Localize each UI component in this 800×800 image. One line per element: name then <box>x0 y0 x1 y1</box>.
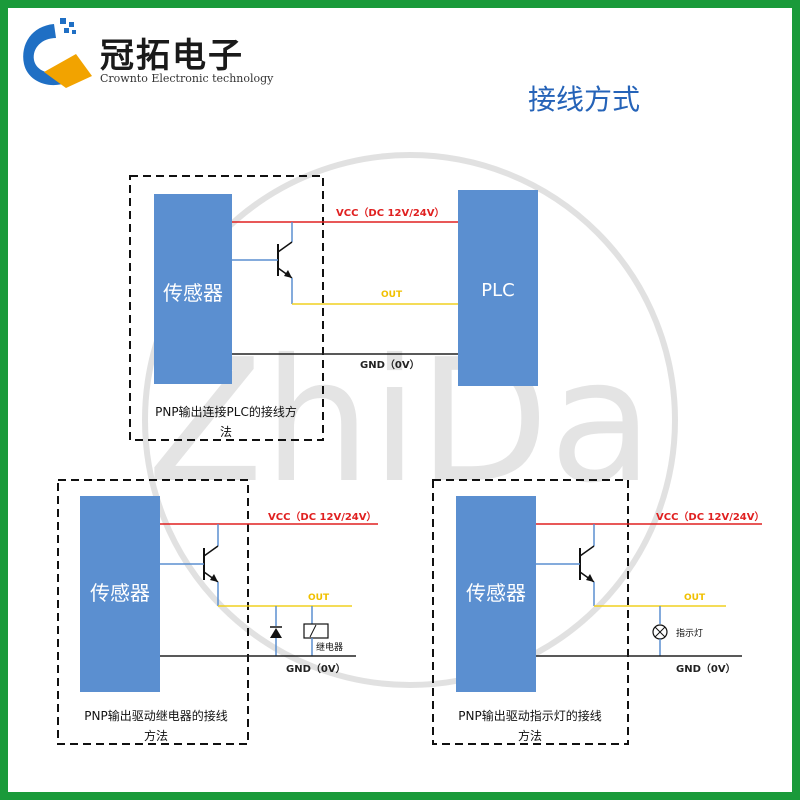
relay-vcc-label: VCC（DC 12V/24V） <box>268 510 377 523</box>
relay-sensor-label: 传感器 <box>90 581 150 605</box>
lamp-transistor-c <box>579 545 595 557</box>
plc-transistor-c <box>277 241 293 253</box>
plc-dashed-frame <box>129 175 324 441</box>
relay-transistor-c <box>203 545 219 557</box>
watermark-circle <box>142 152 678 688</box>
lamp-out-label: OUT <box>684 593 706 603</box>
relay-out-label: OUT <box>308 593 330 603</box>
plc-vcc-label: VCC（DC 12V/24V） <box>336 206 445 219</box>
lamp-caption-line1: PNP输出驱动指示灯的接线 <box>458 708 601 723</box>
plc-caption-line2: 法 <box>220 425 232 439</box>
plc-caption-line1: PNP输出连接PLC的接线方 <box>155 404 297 419</box>
logo-dot <box>60 18 66 24</box>
relay-coil-slash <box>309 624 317 638</box>
lamp-lamp-label: 指示灯 <box>676 627 703 639</box>
lamp-emitter-arrow <box>586 574 594 582</box>
plc-out-label: OUT <box>381 290 403 300</box>
lamp-dashed-frame <box>432 479 629 745</box>
lamp-sensor-label: 传感器 <box>466 581 526 605</box>
relay-caption-line1: PNP输出驱动继电器的接线 <box>84 708 227 723</box>
plc-plc-label: PLC <box>481 280 514 301</box>
logo-arrow-shape <box>44 54 92 88</box>
lamp-caption-line2: 方法 <box>518 728 542 743</box>
lamp-sensor-block <box>456 496 536 692</box>
plc-emitter-arrow <box>284 270 292 278</box>
relay-gnd-label: GND（0V） <box>286 662 346 675</box>
plc-sensor-block <box>154 194 232 384</box>
lamp-x-b <box>654 626 666 638</box>
logo-g-shape <box>23 24 69 86</box>
logo-dot <box>69 22 74 27</box>
diagram-relay: 传感器 VCC（DC 12V/24V） OUT 继电器 GND <box>57 479 378 745</box>
plc-plc-block <box>458 190 538 386</box>
diagram-lamp: 传感器 VCC（DC 12V/24V） OUT 指示灯 GND（0V） PNP输… <box>432 479 765 745</box>
relay-sensor-block <box>80 496 160 692</box>
relay-emitter-arrow <box>210 574 218 582</box>
relay-dashed-frame <box>57 479 249 745</box>
relay-diode-symbol <box>270 628 282 638</box>
relay-relay-label: 继电器 <box>316 641 343 653</box>
page-title: 接线方式 <box>528 83 641 116</box>
plc-gnd-label: GND（0V） <box>360 358 420 371</box>
brand-name: 冠拓电子 <box>100 36 244 76</box>
relay-coil-symbol <box>303 623 329 639</box>
plc-sensor-label: 传感器 <box>163 281 223 305</box>
diagram-plc: 传感器 PLC VCC（DC 12V/24V） OUT GND（0V） PNP输… <box>129 175 538 441</box>
lamp-vcc-label: VCC（DC 12V/24V） <box>656 510 765 523</box>
brand-logo <box>23 18 92 88</box>
relay-caption-line2: 方法 <box>144 728 168 743</box>
brand-subtitle: Crownto Electronic technology <box>100 72 274 85</box>
lamp-gnd-label: GND（0V） <box>676 662 736 675</box>
logo-dot <box>72 30 76 34</box>
logo-dot <box>64 28 69 33</box>
